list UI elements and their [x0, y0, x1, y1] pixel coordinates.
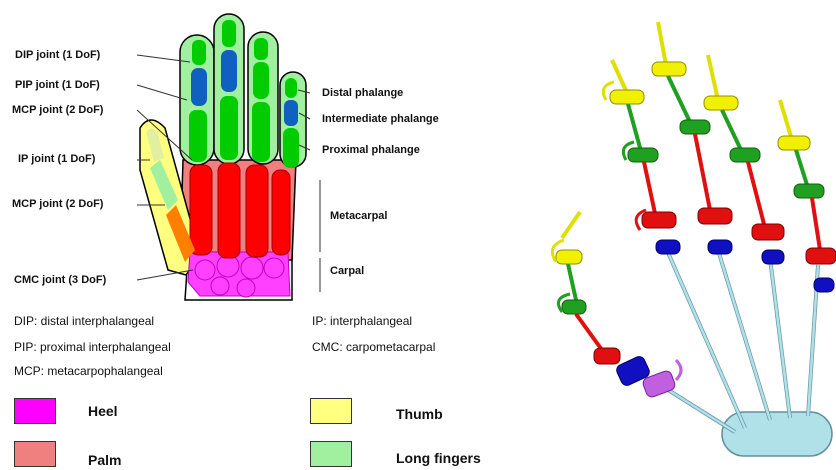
- robot-finger-little: [778, 100, 836, 292]
- robot-base: [722, 412, 832, 456]
- robot-links: [665, 248, 818, 432]
- robot-finger-ring: [704, 55, 784, 264]
- robot-finger-index: [603, 60, 680, 254]
